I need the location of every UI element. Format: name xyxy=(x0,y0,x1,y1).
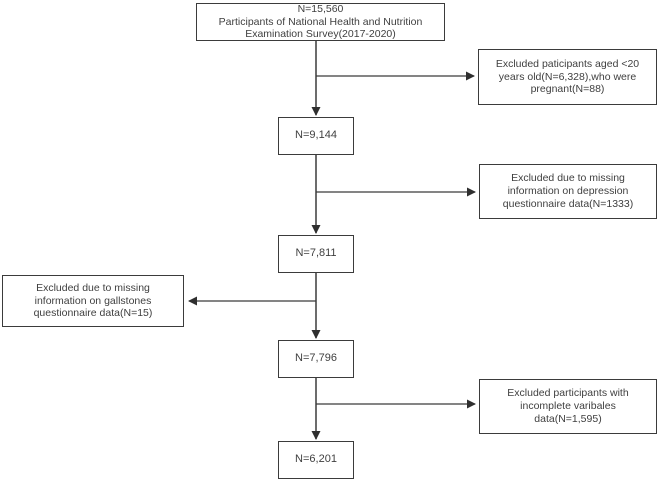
flow-box-n-7811: N=7,811 xyxy=(278,235,354,273)
exclusion-box-depression-data: Excluded due to missing information on d… xyxy=(479,164,657,219)
flow-box-total-participants: N=15,560 Participants of National Health… xyxy=(196,3,445,41)
flow-box-n-9144: N=9,144 xyxy=(278,117,354,155)
flow-box-n-7796: N=7,796 xyxy=(278,340,354,378)
flow-box-n-6201: N=6,201 xyxy=(278,441,354,479)
exclusion-box-age-pregnant: Excluded paticipants aged <20 years old(… xyxy=(478,49,657,105)
exclusion-box-incomplete-variables: Excluded participants with incomplete va… xyxy=(479,379,657,434)
exclusion-box-gallstones-data: Excluded due to missing information on g… xyxy=(2,275,184,327)
